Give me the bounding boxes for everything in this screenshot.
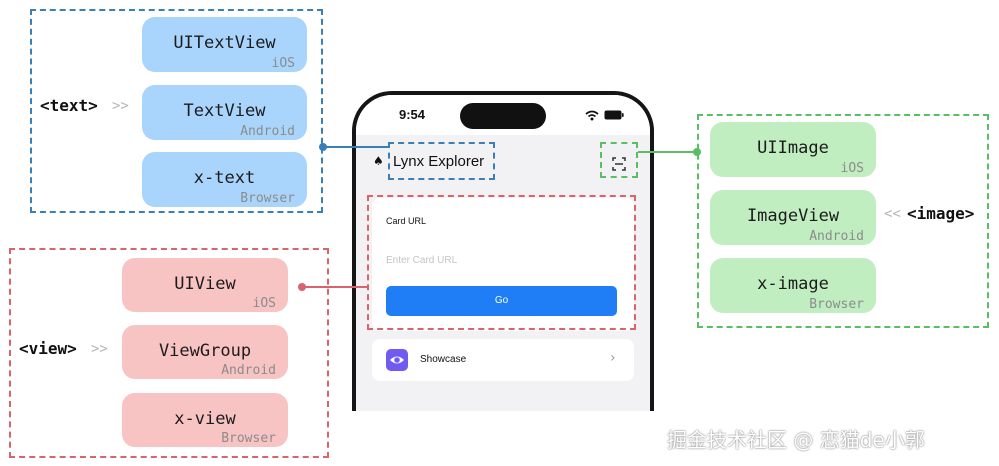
- view-chevron: >>: [91, 341, 108, 357]
- image-connector-line: [638, 151, 697, 153]
- showcase-label: Showcase: [420, 354, 467, 365]
- view-connector-line: [302, 286, 367, 288]
- x-text-pill: x-text Browser: [142, 152, 307, 207]
- pill-name: UIImage: [757, 138, 829, 158]
- view-highlight-box: [367, 195, 636, 330]
- pill-name: ViewGroup: [158, 341, 252, 361]
- battery-icon: [604, 110, 624, 120]
- card-url-label: Card URL: [386, 216, 427, 226]
- pill-name: UITextView: [173, 33, 276, 53]
- status-time: 9:54: [399, 107, 426, 122]
- pill-platform: iOS: [252, 296, 276, 311]
- scan-icon[interactable]: [612, 157, 626, 171]
- image-highlight-box: [600, 142, 638, 178]
- x-view-pill: x-view Browser: [122, 393, 288, 447]
- image-tag: <image>: [907, 204, 975, 223]
- pill-name: UIView: [174, 274, 236, 294]
- chevron-right-icon: ›: [610, 350, 616, 366]
- pill-platform: Android: [809, 229, 864, 244]
- pill-platform: Browser: [809, 297, 864, 312]
- text-highlight-box: [388, 142, 495, 180]
- dynamic-island: [460, 103, 546, 129]
- pill-name: x-view: [174, 409, 236, 429]
- showcase-row[interactable]: [372, 339, 634, 381]
- pill-platform: iOS: [840, 161, 864, 176]
- uitextview-pill: UITextView iOS: [142, 17, 307, 72]
- pill-name: TextView: [183, 101, 266, 121]
- pill-platform: Android: [221, 363, 276, 378]
- viewgroup-pill: ViewGroup Android: [122, 325, 288, 379]
- view-tag: <view>: [19, 339, 77, 358]
- text-tag: <text>: [40, 96, 98, 115]
- image-mapping-box: [697, 114, 989, 328]
- uiview-pill: UIView iOS: [122, 258, 288, 312]
- imageview-pill: ImageView Android: [710, 190, 876, 245]
- textview-pill: TextView Android: [142, 85, 307, 140]
- uiimage-pill: UIImage iOS: [710, 122, 876, 177]
- view-connector-dot: [298, 283, 306, 291]
- pill-name: x-text: [193, 168, 256, 188]
- pill-platform: Android: [240, 124, 295, 139]
- pill-name: ImageView: [746, 206, 840, 226]
- x-image-pill: x-image Browser: [710, 258, 876, 313]
- phone-mockup: 9:54 ♠ Lynx Explorer Card URL Enter Card…: [352, 91, 654, 411]
- watermark: 掘金技术社区 @ 恋猫de小郭: [667, 428, 925, 452]
- view-mapping-box: [9, 248, 329, 458]
- text-connector-line: [323, 146, 388, 148]
- pill-platform: iOS: [271, 56, 295, 71]
- card-url-input[interactable]: Enter Card URL: [386, 255, 458, 266]
- image-chevron: <<: [884, 206, 901, 222]
- wifi-icon: [585, 110, 599, 121]
- text-connector-dot: [319, 143, 327, 151]
- text-chevron: >>: [112, 98, 129, 114]
- pill-name: x-image: [757, 274, 829, 294]
- status-bar: 9:54: [356, 95, 650, 135]
- pill-platform: Browser: [221, 431, 276, 446]
- image-connector-dot: [693, 148, 701, 156]
- text-mapping-box: [30, 9, 323, 213]
- go-button[interactable]: Go: [386, 286, 617, 316]
- app-title: Lynx Explorer: [393, 153, 485, 170]
- app-logo-icon: ♠: [373, 154, 384, 168]
- eye-icon: [386, 349, 408, 371]
- pill-platform: Browser: [240, 191, 295, 206]
